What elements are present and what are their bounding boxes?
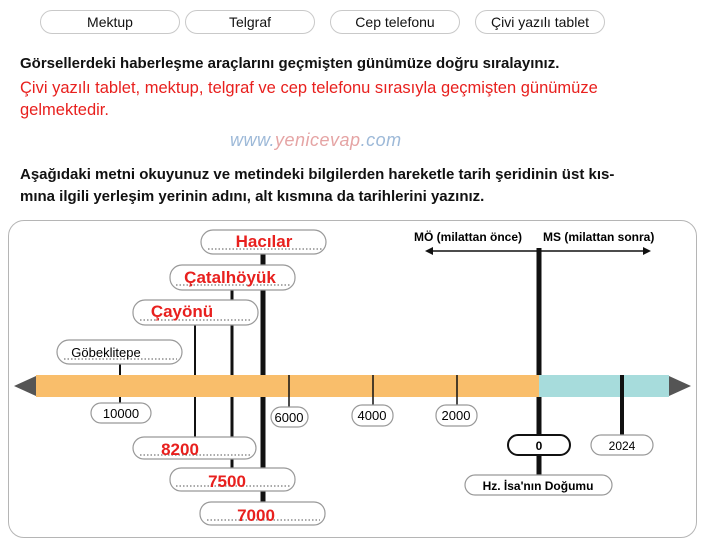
tick-6000: 6000 — [270, 406, 309, 428]
option-civi-yazili-tablet: Çivi yazılı tablet — [475, 10, 605, 34]
svg-text:10000: 10000 — [103, 406, 139, 421]
date-7500: 7500 — [169, 467, 296, 492]
svg-text:Çayönü: Çayönü — [151, 302, 213, 321]
birth-label-box: Hz. İsa'nın Doğumu — [464, 474, 613, 496]
question-1: Görsellerdeki haberleşme araçlarını geçm… — [20, 55, 560, 72]
tick-2024: 2024 — [590, 434, 654, 456]
svg-text:8200: 8200 — [161, 440, 199, 459]
bce-band — [36, 375, 539, 397]
tick-0: 0 — [507, 434, 571, 456]
timeline-frame — [8, 220, 697, 538]
option-telgraf: Telgraf — [185, 10, 315, 34]
watermark: www.yenicevap.com — [230, 130, 402, 150]
svg-text:2000: 2000 — [442, 408, 471, 423]
ce-band — [539, 375, 669, 397]
svg-text:2024: 2024 — [609, 439, 636, 453]
question-2: Aşağıdaki metni okuyunuz ve metindeki bi… — [20, 166, 615, 205]
tick-10000: 10000 — [90, 402, 152, 424]
answer-1: Çivi yazılı tablet, mektup, telgraf ve c… — [20, 79, 598, 119]
svg-text:7000: 7000 — [237, 506, 275, 525]
settlement-catalhoyuk: Çatalhöyük — [169, 264, 296, 291]
svg-text:Çatalhöyük: Çatalhöyük — [184, 268, 276, 287]
date-8200: 8200 — [132, 436, 257, 460]
svg-text:Göbeklitepe: Göbeklitepe — [71, 345, 140, 360]
svg-text:0: 0 — [536, 439, 543, 453]
date-7000: 7000 — [199, 501, 326, 526]
left-arrow — [14, 376, 36, 396]
ms-label: MS (milattan sonra) — [543, 230, 654, 244]
svg-text:Hacılar: Hacılar — [236, 232, 293, 251]
settlement-cayonu: Çayönü — [132, 299, 259, 326]
mo-label: MÖ (milattan önce) — [414, 229, 522, 244]
option-mektup: Mektup — [40, 10, 180, 34]
era-arrow-left — [425, 247, 433, 255]
era-arrow-right — [643, 247, 651, 255]
right-arrow — [669, 376, 691, 396]
settlement-hacilar: Hacılar — [200, 229, 327, 255]
tick-4000: 4000 — [351, 404, 394, 427]
svg-text:Hz. İsa'nın Doğumu: Hz. İsa'nın Doğumu — [483, 478, 594, 493]
tick-2000: 2000 — [435, 404, 478, 427]
settlement-gobeklitepe: Göbeklitepe — [56, 339, 183, 365]
option-cep-telefonu: Cep telefonu — [330, 10, 460, 34]
svg-text:7500: 7500 — [208, 472, 246, 491]
svg-text:4000: 4000 — [358, 408, 387, 423]
svg-text:6000: 6000 — [275, 410, 304, 425]
